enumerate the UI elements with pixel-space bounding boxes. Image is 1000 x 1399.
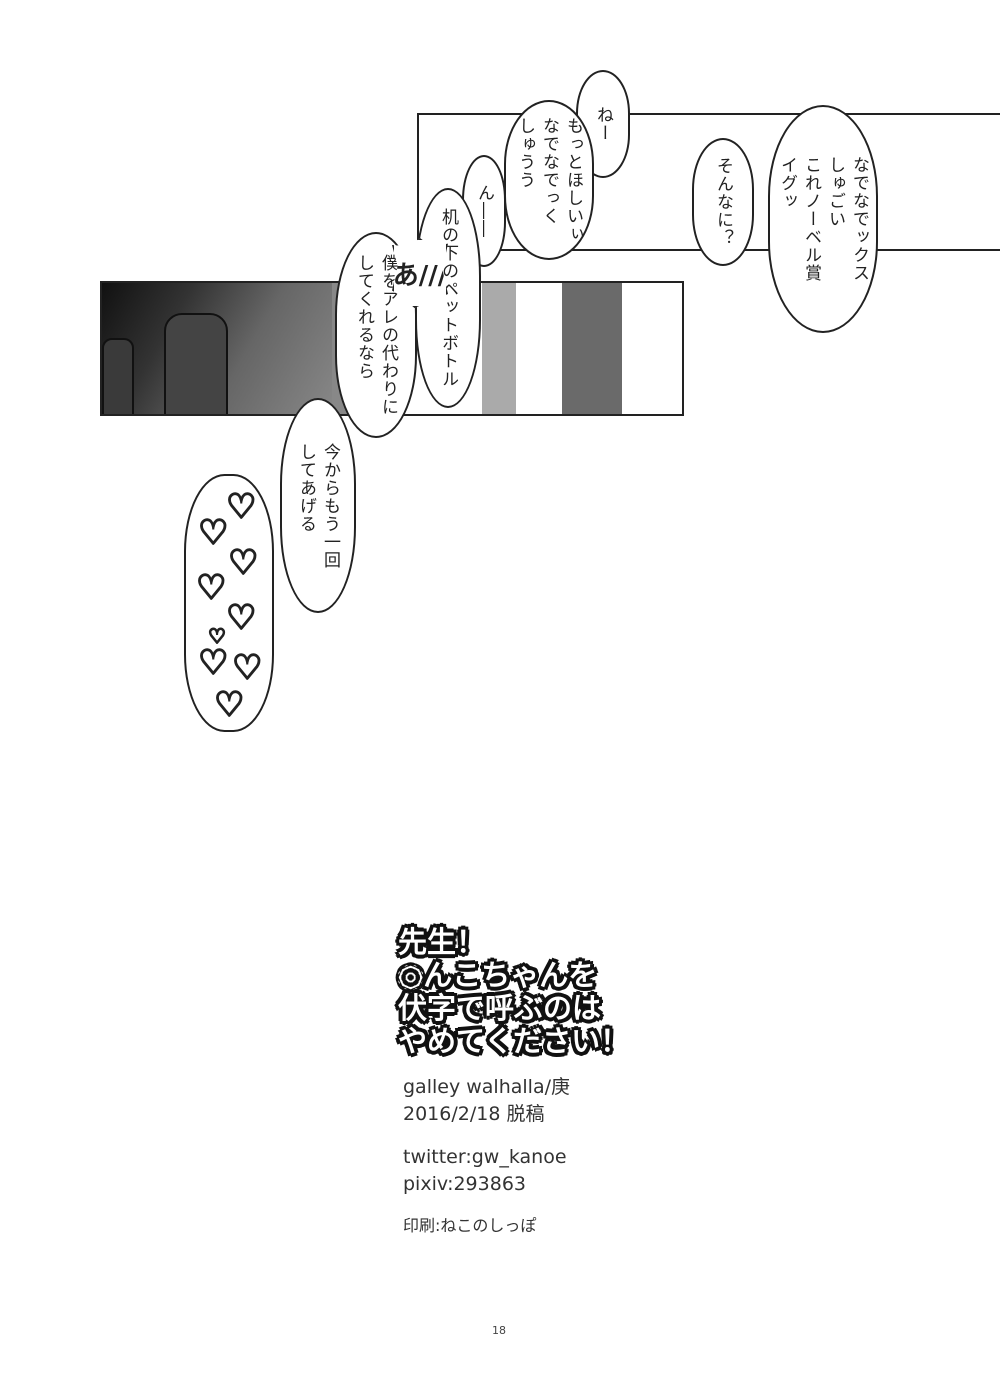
book-title: 先生！ ◎んこちゃんを 伏字で呼ぶのは やめてください！: [398, 926, 629, 1058]
circle-name: galley walhalla/庚: [403, 1076, 570, 1098]
title-line: やめてください！: [398, 1024, 630, 1058]
speech-bubble: 僕をアレの代わりに してくれるなら: [335, 232, 417, 438]
heart-icon: ♡: [231, 648, 264, 688]
speech-bubble: そんなに？: [692, 138, 754, 266]
heart-icon: ♡: [213, 685, 246, 725]
speech-text: ん――: [474, 184, 494, 238]
heart-icon: ♡: [227, 543, 260, 583]
speech-bubble: もっとほしいぃ なでなでっく しゅうう: [504, 100, 594, 260]
bottle-art: [164, 313, 228, 414]
completion-date: 2016/2/18 脱稿: [403, 1103, 545, 1125]
title-line: 伏字で呼ぶのは: [398, 991, 602, 1025]
stripe-art: [562, 283, 622, 414]
speech-bubble: なでなでックス しゅごい これノーベル賞 イグッ: [768, 105, 878, 333]
stripe-art: [482, 283, 516, 414]
printer: 印刷:ねこのしっぽ: [403, 1216, 537, 1235]
exclamation-burst: あ///: [392, 238, 448, 308]
heart-icon: ♡: [195, 568, 228, 608]
heart-icon: ♡: [207, 624, 227, 648]
pixiv-id: pixiv:293863: [403, 1173, 526, 1195]
page-number: 18: [492, 1324, 506, 1337]
colophon: galley walhalla/庚 2016/2/18 脱稿 twitter:g…: [403, 1074, 570, 1239]
title-line: ◎んこちゃんを: [398, 958, 598, 992]
speech-text: もっとほしいぃ なでなでっく しゅうう: [515, 117, 583, 243]
speech-text: ねー: [593, 106, 613, 142]
hearts-bubble: ♡ ♡ ♡ ♡ ♡ ♡ ♡ ♡ ♡: [184, 474, 274, 732]
title-line: 先生！: [398, 925, 486, 959]
speech-text: そんなに？: [713, 157, 733, 247]
speech-text: 今からもう一回 してあげる: [296, 442, 340, 569]
speech-text: 机の下のペットボトル: [438, 208, 458, 388]
speech-text: 僕をアレの代わりに してくれるなら: [354, 254, 398, 416]
heart-icon: ♡: [225, 598, 258, 638]
speech-bubble: 今からもう一回 してあげる: [280, 398, 356, 613]
heart-icon: ♡: [197, 513, 230, 553]
twitter-handle: twitter:gw_kanoe: [403, 1146, 567, 1168]
burst-text: あ///: [392, 260, 448, 291]
heart-icon: ♡: [225, 487, 258, 527]
heart-icon: ♡: [197, 643, 230, 683]
bottle-art: [102, 338, 134, 414]
speech-text: なでなでックス しゅごい これノーベル賞 イグッ: [777, 156, 869, 282]
